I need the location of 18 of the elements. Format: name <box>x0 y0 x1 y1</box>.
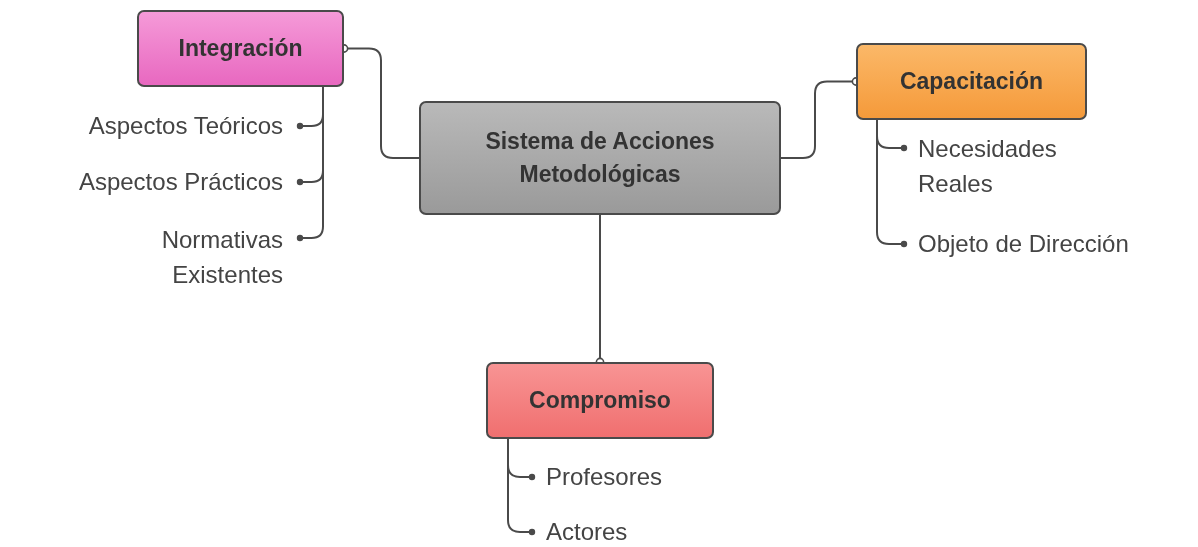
connector <box>507 438 536 536</box>
branch-box <box>856 43 1087 120</box>
branch-box <box>486 362 714 439</box>
connector <box>876 119 908 248</box>
branch-item-text: Actores <box>546 516 628 547</box>
branch-box <box>137 10 344 87</box>
node-label: Sistema de Acciones Metodológicas <box>484 126 716 189</box>
node-label: Capacitación <box>899 66 1044 96</box>
branch-item-text: Necesidades Reales <box>918 134 1058 199</box>
node-label: Integración <box>178 33 303 63</box>
branch-item-text: Normativas Existentes <box>160 225 283 290</box>
branch-item-text: Profesores <box>546 461 663 492</box>
node-label: Compromiso <box>529 385 671 415</box>
topic-box <box>419 101 781 215</box>
connector <box>296 86 324 242</box>
branch-item-text: Aspectos Prácticos <box>78 166 283 197</box>
branch-item-text: Aspectos Teóricos <box>88 110 283 141</box>
branch-item-text: Objeto de Dirección <box>918 228 1129 259</box>
